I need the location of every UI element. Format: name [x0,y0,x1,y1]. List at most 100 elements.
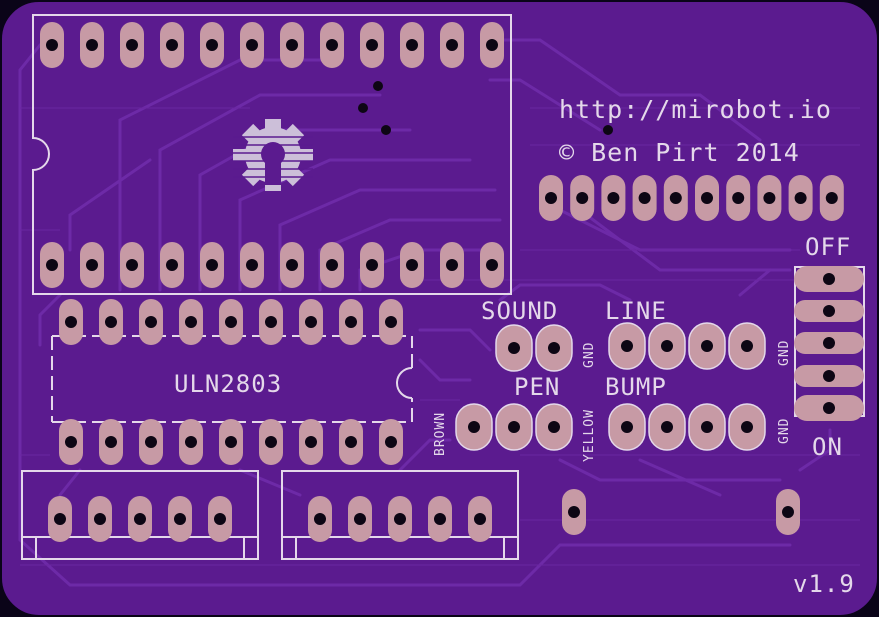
drill-hole [385,316,397,328]
drill-hole [246,39,258,51]
drill-hole [486,39,498,51]
drill-hole [621,421,633,433]
drill-hole [345,436,357,448]
switch-off-label: OFF [805,233,852,261]
drill-hole [446,39,458,51]
drill-hole [576,192,589,204]
drill-hole [345,316,357,328]
drill-hole [621,340,633,352]
url-label: http://mirobot.io [559,95,832,124]
drill-hole [326,39,338,51]
open-hardware-gear-icon [233,119,313,191]
drill-hole [394,513,406,525]
drill-hole [794,192,807,204]
uln2803-bottom-pads [59,419,403,465]
drill-hole [446,259,458,271]
power-switch-pads [794,266,864,421]
drill-hole [65,436,77,448]
drill-hole [741,421,753,433]
bump-label: BUMP [605,373,667,401]
drill-hole [286,259,298,271]
drill-hole [145,436,157,448]
pen-brown-label: BROWN [433,411,448,456]
line-header-pads [608,322,766,370]
drill-hole [326,259,338,271]
drill-hole [468,421,480,433]
drill-hole [105,316,117,328]
line-label: LINE [605,297,667,325]
drill-hole [314,513,326,525]
drill-hole [607,192,620,204]
drill-hole [385,436,397,448]
drill-hole [166,39,178,51]
drill-hole [265,436,277,448]
drill-hole [669,192,682,204]
drill-hole [763,192,776,204]
drill-hole [823,305,835,317]
drill-hole [474,513,486,525]
bump-header-pads [608,403,766,451]
drill-hole [166,259,178,271]
drill-hole [366,39,378,51]
drill-hole [823,370,835,382]
drill-hole [126,259,138,271]
pen-label: PEN [514,373,561,401]
drill-hole [823,337,835,349]
sound-label: SOUND [481,297,559,325]
drill-hole [185,316,197,328]
drill-hole [286,39,298,51]
drill-hole [225,316,237,328]
mcu-top-pads [40,22,504,68]
sound-gnd-label: GND [582,341,597,368]
drill-hole [105,436,117,448]
drill-hole [185,436,197,448]
drill-hole [265,316,277,328]
drill-hole [638,192,651,204]
drill-hole [174,513,186,525]
motor-right-pads [308,496,492,542]
ten-pin-header-pads [539,175,844,221]
uln2803-top-pads [59,299,403,345]
drill-hole [823,402,835,414]
chip-label: ULN2803 [174,370,283,398]
drill-hole [206,39,218,51]
drill-hole [225,436,237,448]
drill-hole [145,316,157,328]
vias [358,81,613,135]
drill-hole [568,506,580,518]
drill-hole [548,421,560,433]
drill-hole [406,39,418,51]
drill-hole [86,259,98,271]
drill-hole [545,192,557,204]
drill-hole [246,259,258,271]
drill-hole [732,192,745,204]
copper-traces [18,38,832,587]
mounting-pads [562,489,800,535]
drill-hole [406,259,418,271]
switch-on-label: ON [812,433,843,461]
drill-hole [741,340,753,352]
drill-hole [94,513,106,525]
drill-hole [354,513,366,525]
drill-hole [54,513,66,525]
version-label: v1.9 [793,570,855,598]
drill-hole [782,506,794,518]
pen-yellow-label: YELLOW [582,409,597,462]
drill-hole [206,259,218,271]
bump-gnd-label: GND [777,417,792,444]
drill-hole [65,316,77,328]
drill-hole [508,342,520,354]
drill-hole [86,39,98,51]
drill-hole [305,316,317,328]
mcu-bottom-pads [40,242,504,288]
drill-hole [701,340,713,352]
pen-header-pads [455,403,573,451]
drill-hole [486,259,498,271]
motor-left-pads [48,496,232,542]
drill-hole [46,39,58,51]
drill-hole [46,259,58,271]
mcu-footprint [32,14,512,295]
drill-hole [366,259,378,271]
drill-hole [434,513,446,525]
